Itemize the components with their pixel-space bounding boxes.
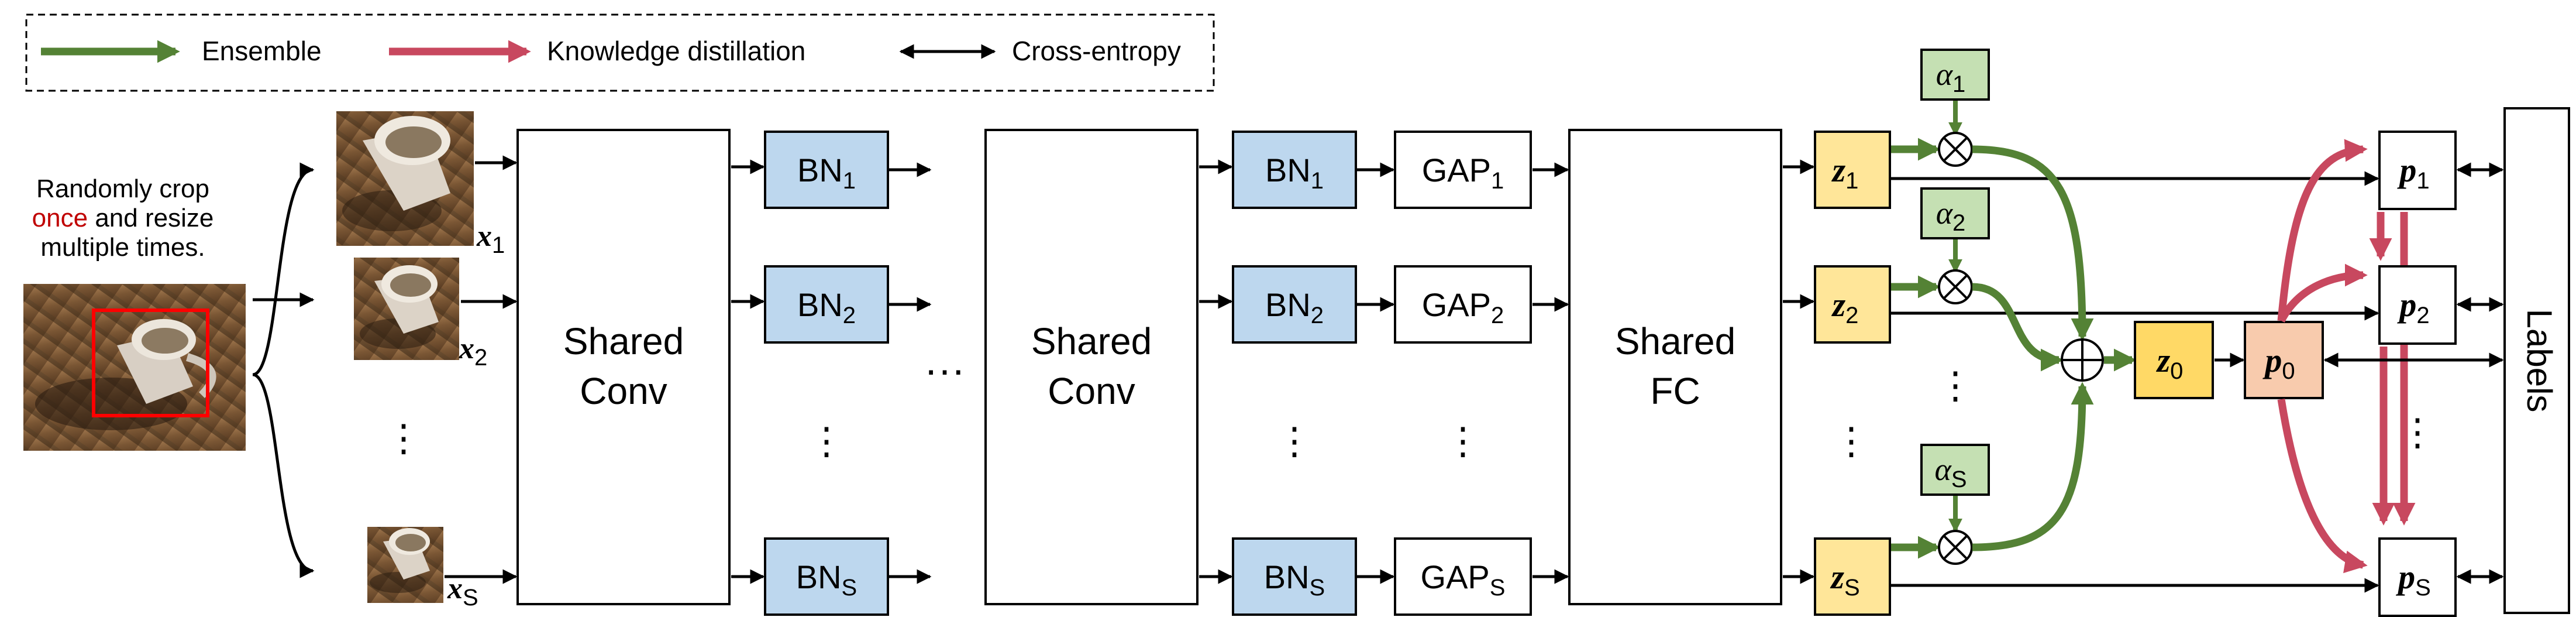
ensemble-curves: [1972, 145, 2094, 551]
conv2-out-arrows: [1199, 159, 1233, 584]
shared-conv-1: Shared Conv: [516, 129, 731, 605]
prob-p2: p2: [2378, 265, 2457, 345]
shared-conv-2: Shared Conv: [984, 129, 1199, 605]
gap-out-arrows: [1532, 162, 1569, 584]
shared-conv-2-line2: Conv: [1048, 370, 1135, 412]
svg-text:z1: z1: [1831, 151, 1859, 194]
crop-image-1: [336, 111, 474, 246]
logit-zs: zS: [1814, 537, 1891, 616]
prob-ellipsis: ⋮: [2399, 411, 2436, 453]
svg-text:α1: α1: [1936, 57, 1966, 97]
multiply-s: [1938, 530, 1973, 565]
svg-text:BN1: BN1: [1265, 152, 1324, 194]
svg-text:p2: p2: [2396, 286, 2429, 328]
xent-arrows: [2323, 162, 2504, 584]
svg-text:pS: pS: [2395, 558, 2431, 601]
multiply-1: [1938, 132, 1973, 167]
legend-distill-label: Knowledge distillation: [547, 36, 805, 66]
gap-ellipsis: ⋮: [1444, 420, 1482, 462]
z-to-mult-arrows: [1891, 138, 1941, 559]
crop-caption-resize: and resize: [88, 204, 213, 232]
shared-fc: Shared FC: [1568, 129, 1782, 605]
svg-text:BNS: BNS: [1264, 558, 1325, 601]
crop-caption-line1: Randomly crop: [36, 174, 209, 203]
conv1-out-arrows: [731, 159, 765, 584]
crop-caption: Randomly crop once and resize multiple t…: [32, 174, 214, 262]
logit-ellipsis: ⋮: [1833, 420, 1870, 462]
shared-fc-line1: Shared: [1615, 320, 1735, 362]
fork-arrows: [252, 162, 315, 578]
bn-col2-2: BN2: [1232, 265, 1357, 344]
logit-z2: z2: [1814, 265, 1891, 344]
crop-region: [92, 309, 209, 417]
svg-text:z2: z2: [1831, 286, 1859, 328]
input-ellipsis: ⋮: [385, 417, 422, 459]
crop-caption-line3: multiple times.: [40, 233, 205, 262]
z-to-p-arrows: [1891, 171, 2379, 593]
labels-text: Labels: [2520, 309, 2559, 413]
crop-caption-once: once: [32, 204, 88, 232]
bn-col1-s: BNS: [764, 537, 889, 616]
shared-conv-1-line2: Conv: [580, 370, 667, 412]
gap-s: GAPS: [1394, 537, 1532, 616]
bn-col2-ellipsis: ⋮: [1276, 420, 1313, 462]
prob-ps: pS: [2378, 537, 2457, 617]
svg-text:p1: p1: [2396, 151, 2429, 194]
crop-caption-line2: once and resize: [32, 204, 214, 232]
fc-out-arrows: [1783, 159, 1815, 584]
svg-text:zS: zS: [1830, 558, 1859, 601]
labels-box: Labels: [2503, 107, 2570, 614]
svg-text:BN2: BN2: [797, 286, 856, 328]
source-image: [23, 284, 246, 451]
prob-p1: p1: [2378, 131, 2457, 210]
svg-text:BN2: BN2: [1265, 286, 1324, 328]
bn2-out-arrows: [1357, 162, 1395, 584]
alpha-s: αS: [1920, 444, 1990, 496]
svg-text:αS: αS: [1934, 452, 1967, 492]
crop-image-2: [354, 258, 459, 360]
shared-conv-2-line1: Shared: [1031, 320, 1152, 362]
bn-col1-2: BN2: [764, 265, 889, 344]
input-label-1: x1: [476, 220, 505, 258]
svg-text:BNS: BNS: [796, 558, 857, 601]
legend: Ensemble Knowledge distillation Cross-en…: [25, 13, 1215, 92]
legend-ensemble-label: Ensemble: [202, 36, 322, 66]
alpha-2: α2: [1920, 187, 1990, 239]
gap-1: GAP1: [1394, 131, 1532, 209]
gap-2: GAP2: [1394, 265, 1532, 344]
svg-text:GAP2: GAP2: [1422, 286, 1504, 328]
multiply-2: [1938, 269, 1973, 304]
sum-node: [2061, 338, 2104, 382]
bn-col2-1: BN1: [1232, 131, 1357, 209]
logit-z1: z1: [1814, 131, 1891, 209]
svg-text:p0: p0: [2262, 341, 2295, 384]
legend-xent-label: Cross-entropy: [1012, 36, 1181, 66]
bn-col2-s: BNS: [1232, 537, 1357, 616]
alpha-1: α1: [1920, 49, 1990, 101]
shared-fc-line2: FC: [1650, 370, 1700, 412]
input-arrows: [445, 155, 518, 584]
svg-text:BN1: BN1: [797, 152, 856, 194]
crop-image-s: [367, 527, 443, 603]
shared-conv-1-line1: Shared: [563, 320, 684, 362]
bn-col1-ellipsis: ⋮: [808, 420, 845, 462]
alpha-ellipsis: ⋮: [1937, 364, 1974, 406]
logit-z0: z0: [2134, 321, 2214, 399]
svg-text:z0: z0: [2156, 341, 2184, 384]
bn1-out-arrows: [889, 162, 932, 584]
svg-text:GAP1: GAP1: [1422, 152, 1504, 194]
middle-ellipsis: ···: [924, 347, 965, 392]
svg-text:GAPS: GAPS: [1421, 558, 1506, 601]
svg-text:α2: α2: [1936, 196, 1966, 236]
input-label-2: x2: [459, 332, 487, 371]
bn-col1-1: BN1: [764, 131, 889, 209]
prob-p0: p0: [2244, 321, 2324, 399]
